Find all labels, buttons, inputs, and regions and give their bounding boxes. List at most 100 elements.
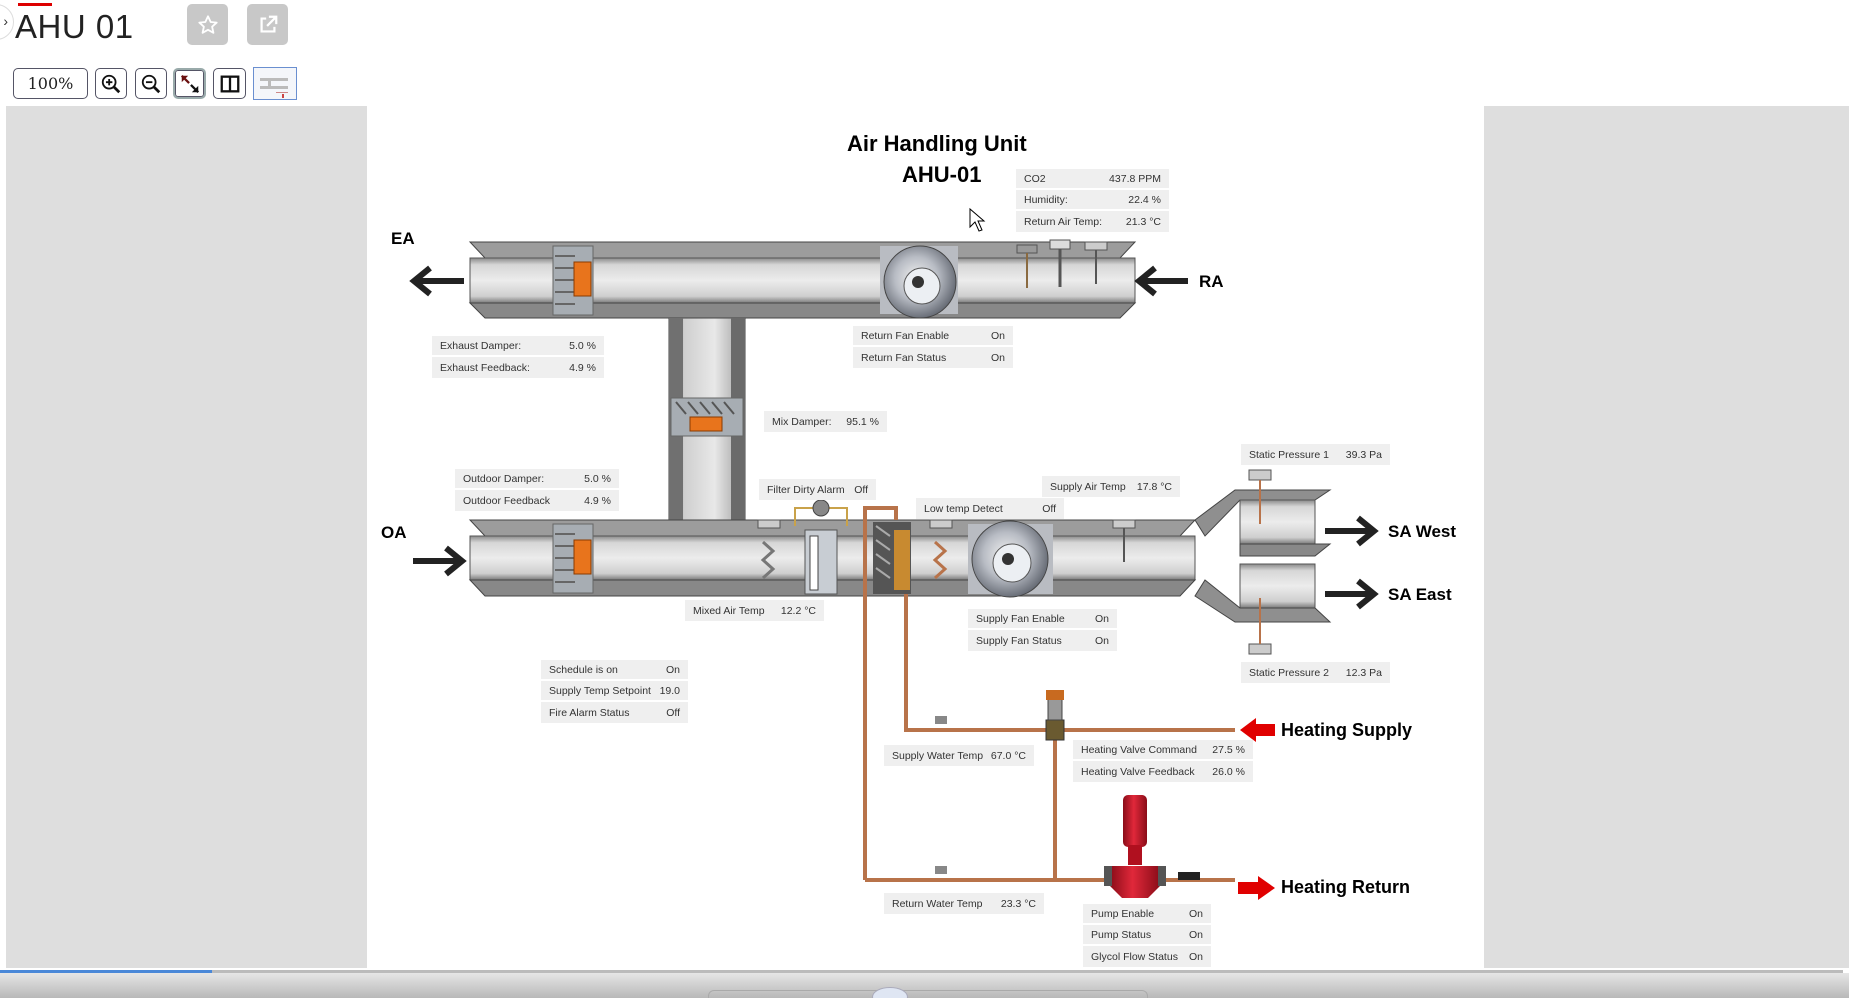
point-label: Schedule is on bbox=[549, 663, 618, 676]
point-value: On bbox=[1188, 907, 1203, 920]
point-value: 5.0 % bbox=[584, 472, 611, 485]
point-value: Off bbox=[1042, 502, 1056, 515]
fit-to-screen-button[interactable] bbox=[173, 68, 206, 99]
point-value: 5.0 % bbox=[569, 339, 596, 352]
point-value: 4.9 % bbox=[584, 494, 611, 507]
ra-arrow bbox=[1134, 265, 1188, 297]
title-accent bbox=[18, 3, 52, 6]
point-label: Pump Status bbox=[1091, 928, 1152, 941]
split-view-icon bbox=[220, 75, 239, 92]
point-value: 23.3 °C bbox=[1000, 897, 1036, 910]
point-row[interactable]: Return Fan Status On bbox=[853, 347, 1013, 368]
point-value: On bbox=[1094, 634, 1109, 647]
heating-return-arrow bbox=[1238, 876, 1275, 900]
return-air-sensors bbox=[1016, 239, 1108, 288]
load-progress-track bbox=[0, 970, 1843, 973]
mix-damper-panel: Mix Damper: 95.1 % bbox=[764, 411, 887, 432]
ea-arrow bbox=[409, 265, 464, 297]
exhaust-damper-panel: Exhaust Damper:5.0 % Exhaust Feedback: 4.9… bbox=[432, 336, 604, 378]
point-row[interactable]: Exhaust Feedback: 4.9 % bbox=[432, 357, 604, 378]
chevron-right-icon: › bbox=[3, 13, 8, 29]
point-label: Humidity: bbox=[1024, 193, 1068, 206]
point-value: Off bbox=[666, 706, 680, 719]
heating-pump bbox=[1104, 795, 1166, 898]
point-label: Mix Damper: bbox=[772, 415, 832, 428]
water-temp-sensors bbox=[935, 716, 1200, 880]
filter bbox=[794, 499, 848, 595]
point-value: 4.9 % bbox=[569, 361, 596, 374]
point-label: Low temp Detect bbox=[924, 502, 1003, 515]
point-label: Static Pressure 1 bbox=[1249, 448, 1329, 461]
oa-label: OA bbox=[381, 523, 407, 542]
zoom-in-button[interactable] bbox=[95, 68, 127, 99]
heating-valve bbox=[1045, 690, 1065, 741]
point-label: Glycol Flow Status bbox=[1091, 950, 1178, 963]
sa-west-arrow bbox=[1325, 515, 1379, 547]
ea-label: EA bbox=[391, 229, 415, 248]
exhaust-damper bbox=[552, 245, 594, 316]
sa-east-label: SA East bbox=[1388, 585, 1452, 604]
point-row[interactable]: Outdoor Damper: 5.0 % bbox=[455, 469, 619, 490]
mixed-air-sensor bbox=[757, 519, 781, 529]
timeline-scrubber[interactable] bbox=[708, 990, 1148, 998]
static-pressure-sensors bbox=[1248, 469, 1272, 655]
heating-supply-arrow bbox=[1240, 718, 1275, 742]
point-value: 12.3 Pa bbox=[1345, 666, 1382, 679]
point-row[interactable]: Pump Enable On bbox=[1083, 904, 1211, 925]
point-label: Heating Valve Command bbox=[1081, 743, 1197, 756]
zoom-out-button[interactable] bbox=[135, 68, 167, 99]
zoom-level[interactable]: 100% bbox=[13, 68, 88, 99]
point-value: On bbox=[990, 351, 1005, 364]
point-value: 95.1 % bbox=[846, 415, 879, 428]
cooling-coil bbox=[929, 519, 953, 580]
point-row[interactable]: Humidity:22.4 % bbox=[1016, 190, 1169, 211]
point-label: Supply Temp Setpoint bbox=[549, 684, 651, 697]
point-row[interactable]: Exhaust Damper:5.0 % bbox=[432, 336, 604, 357]
point-row[interactable]: Return Air Temp:21.3 °C bbox=[1016, 211, 1169, 232]
heating-pipes bbox=[863, 506, 1235, 882]
split-view-button[interactable] bbox=[213, 68, 246, 99]
point-label: Pump Enable bbox=[1091, 907, 1155, 920]
bottom-bar bbox=[0, 973, 1849, 998]
mix-damper bbox=[670, 397, 744, 437]
point-label: Return Fan Status bbox=[861, 351, 947, 364]
point-value: 67.0 °C bbox=[990, 749, 1026, 762]
page-title: AHU 01 bbox=[15, 8, 134, 45]
point-label: Exhaust Feedback: bbox=[440, 361, 530, 374]
open-external-button[interactable] bbox=[247, 4, 288, 45]
diagram-thumbnail[interactable] bbox=[253, 67, 297, 100]
point-label: Outdoor Damper: bbox=[463, 472, 545, 485]
favorite-button[interactable] bbox=[187, 4, 228, 45]
point-label: Mixed Air Temp bbox=[693, 604, 765, 617]
point-row[interactable]: Low temp Detect Off bbox=[916, 498, 1064, 519]
ra-label: RA bbox=[1199, 272, 1224, 291]
point-row[interactable]: Mix Damper: 95.1 % bbox=[764, 411, 887, 432]
